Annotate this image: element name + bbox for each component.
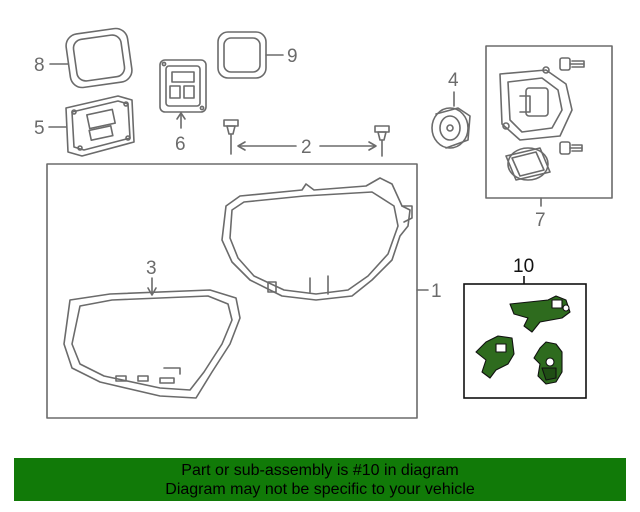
arrow-6 xyxy=(176,112,186,120)
part-9-seal[interactable] xyxy=(217,31,267,79)
part-3-lens[interactable] xyxy=(63,289,241,399)
part-7-socket-assembly[interactable] xyxy=(499,66,573,141)
callout-2: 2 xyxy=(301,137,312,158)
callout-6: 6 xyxy=(175,134,186,155)
part-7-box xyxy=(485,45,613,199)
callout-5: 5 xyxy=(34,118,45,139)
callout-4: 4 xyxy=(448,70,459,91)
arrow-2-left xyxy=(237,141,246,151)
callout-1: 1 xyxy=(431,281,442,302)
part-1-headlamp-housing[interactable] xyxy=(221,177,413,301)
callout-9: 9 xyxy=(287,46,298,67)
arrow-3 xyxy=(147,287,157,296)
part-7-ring[interactable] xyxy=(505,147,551,181)
part-2-screw-right[interactable] xyxy=(374,125,390,157)
part-10-bracket-top[interactable] xyxy=(509,295,571,333)
info-banner: Part or sub-assembly is #10 in diagram D… xyxy=(14,458,626,501)
part-10-box xyxy=(463,283,587,399)
part-2-screw-left[interactable] xyxy=(223,119,239,155)
part-10-bracket-left[interactable] xyxy=(475,335,515,379)
arrow-2-right xyxy=(368,141,377,151)
callout-3: 3 xyxy=(146,258,157,279)
callout-8: 8 xyxy=(34,55,45,76)
part-8-gasket[interactable] xyxy=(65,27,134,89)
part-6-module[interactable] xyxy=(159,59,207,113)
banner-line-1: Part or sub-assembly is #10 in diagram xyxy=(181,462,459,479)
part-4-motor[interactable] xyxy=(431,107,471,149)
callout-7: 7 xyxy=(535,210,546,231)
part-1-box xyxy=(46,163,418,419)
part-5-control-module[interactable] xyxy=(65,95,135,157)
callout-10: 10 xyxy=(513,256,534,277)
banner-line-2: Diagram may not be specific to your vehi… xyxy=(165,481,475,498)
part-7-screw-bottom[interactable] xyxy=(559,141,583,155)
part-10-bracket-right[interactable] xyxy=(533,341,563,385)
part-7-screw-top[interactable] xyxy=(559,57,585,71)
